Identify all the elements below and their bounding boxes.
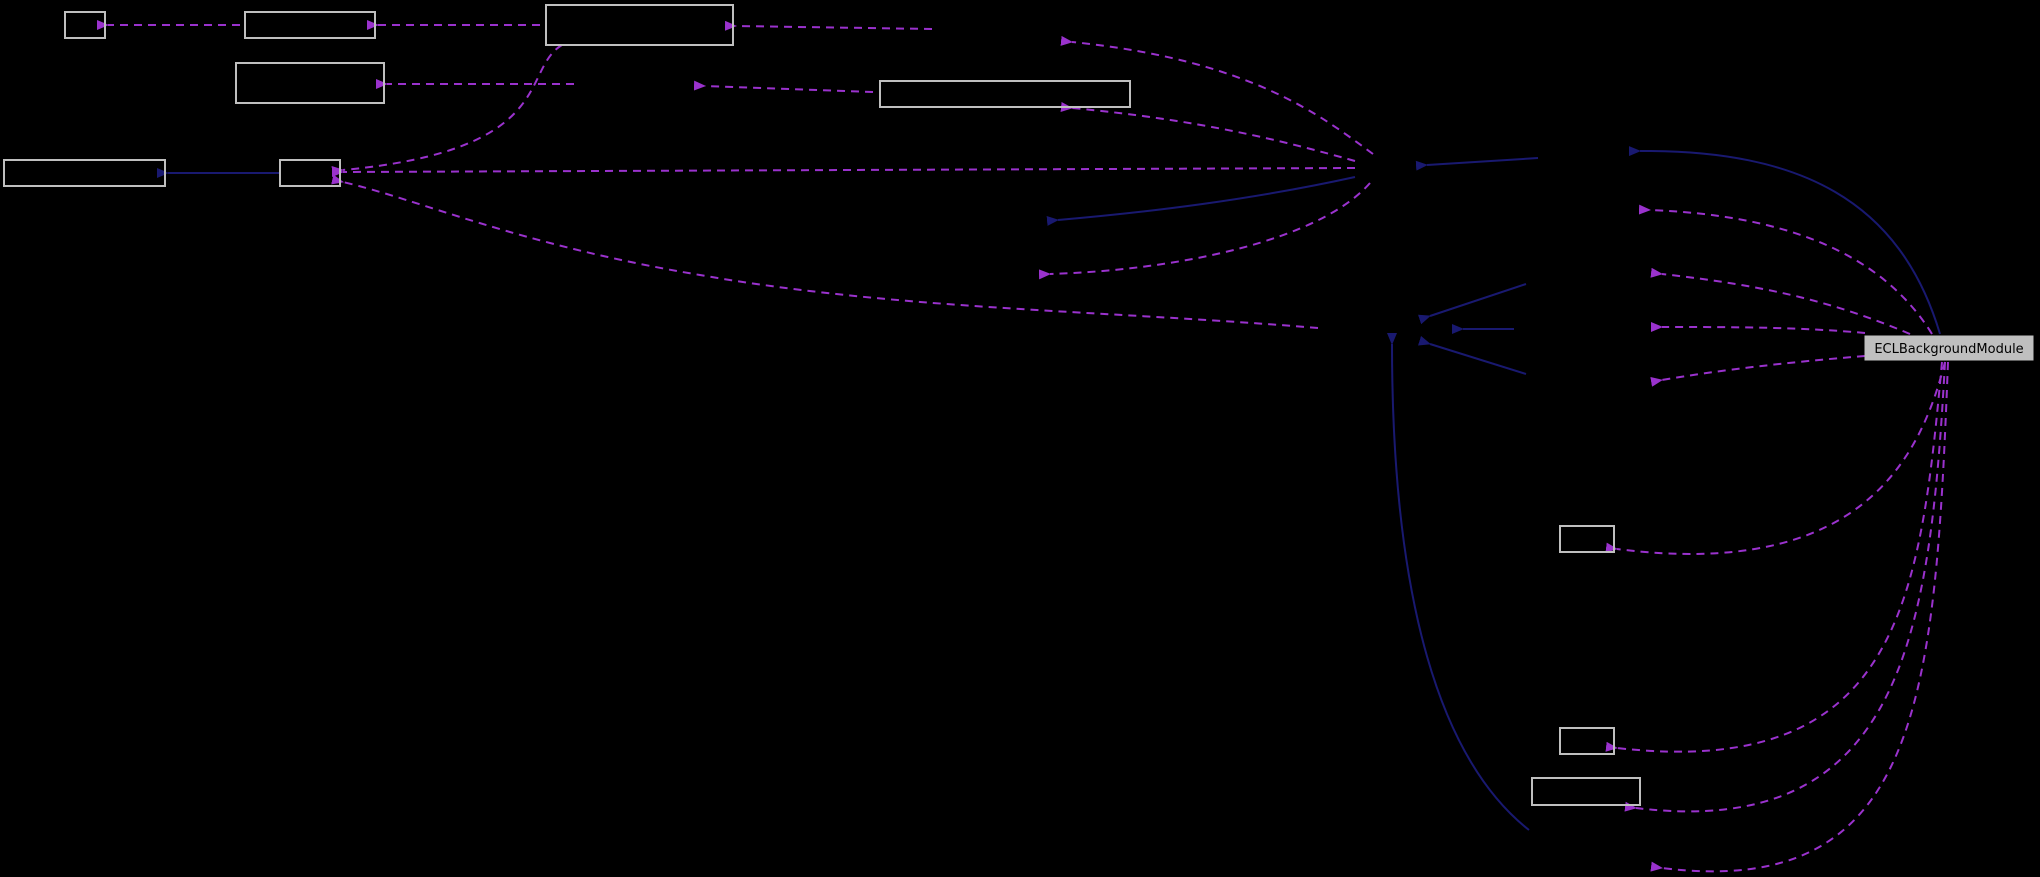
usage-edge [1638, 204, 1933, 335]
class-node-a[interactable] [64, 11, 106, 39]
class-node-f[interactable] [3, 159, 166, 187]
usage-edge [1605, 361, 1946, 555]
usage-edge [693, 80, 874, 93]
usage-edge [1650, 355, 1866, 387]
usage-edge [1650, 321, 1866, 334]
inheritance-edge [1417, 283, 1527, 325]
usage-edge [1650, 361, 1949, 873]
usage-edge [331, 44, 563, 176]
inheritance-edge [1386, 332, 1530, 831]
edges [97, 20, 1949, 873]
class-node-g[interactable] [279, 159, 341, 187]
usage-edge [1650, 267, 1911, 335]
focus-node-box [1864, 335, 2034, 361]
usage-edge [1605, 361, 1943, 753]
class-node-c[interactable] [545, 4, 734, 46]
focus-node-label: ECLBackgroundModule [1874, 342, 2023, 357]
class-node-h[interactable] [1559, 525, 1615, 553]
class-node-d[interactable] [235, 62, 385, 104]
usage-edge [724, 20, 933, 31]
usage-edge [331, 167, 1356, 178]
inheritance-edge [1418, 335, 1527, 375]
class-node-b[interactable] [244, 11, 376, 39]
class-node-e[interactable] [879, 80, 1131, 108]
class-node-j[interactable] [1531, 777, 1641, 806]
usage-edge [1038, 182, 1371, 280]
usage-edge [331, 174, 1319, 329]
class-node-i[interactable] [1559, 727, 1615, 755]
usage-edge [1624, 361, 1946, 813]
nodes [3, 4, 1641, 806]
usage-edge [1060, 101, 1356, 162]
inheritance-edge [1628, 146, 1941, 335]
focus-node[interactable]: ECLBackgroundModule [1864, 335, 2034, 361]
inheritance-edge [1415, 157, 1539, 171]
usage-edge [1060, 35, 1374, 155]
inheritance-edge [1046, 176, 1356, 226]
